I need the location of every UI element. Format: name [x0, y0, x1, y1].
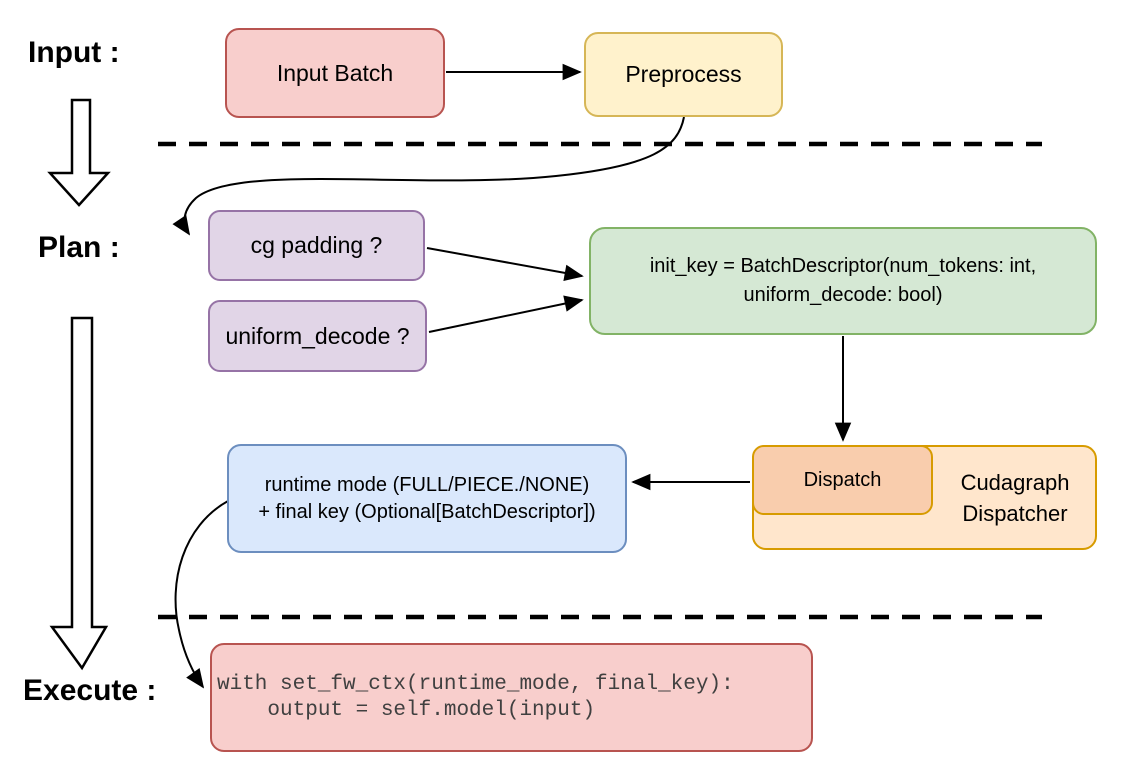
- uniform-decode-node: uniform_decode ?: [208, 300, 427, 372]
- cg-padding-label: cg padding ?: [250, 232, 383, 258]
- arrow-preprocess-to-cg-padding: [172, 116, 685, 236]
- plan-to-execute-arrow-icon: [49, 316, 109, 671]
- init-key-line1: init_key = BatchDescriptor(num_tokens: i…: [649, 255, 1037, 277]
- cg-padding-node: cg padding ?: [208, 210, 425, 281]
- arrow-cg-padding-to-init-key: [426, 247, 584, 282]
- cudagraph-dispatcher-label: Cudagraph Dispatcher: [933, 445, 1097, 550]
- execute-code-line1: with set_fw_ctx(runtime_mode, final_key)…: [217, 672, 734, 696]
- arrow-uniform-decode-to-init-key: [428, 295, 584, 333]
- uniform-decode-label: uniform_decode ?: [225, 322, 410, 349]
- execute-code-node: with set_fw_ctx(runtime_mode, final_key)…: [210, 643, 813, 752]
- dispatch-node: Dispatch: [752, 445, 933, 515]
- dispatch-label: Dispatch: [803, 468, 882, 491]
- input-to-plan-arrow-icon: [47, 98, 111, 207]
- runtime-mode-node: runtime mode (FULL/PIECE./NONE) + final …: [227, 444, 627, 553]
- arrow-runtime-mode-to-execute-code: [174, 500, 229, 689]
- execute-code-line2: output = self.model(input): [217, 698, 596, 722]
- runtime-mode-line2: + final key (Optional[BatchDescriptor]): [258, 500, 596, 523]
- input-batch-node: Input Batch: [225, 28, 445, 118]
- runtime-mode-line1: runtime mode (FULL/PIECE./NONE): [264, 473, 590, 496]
- plan-section-label: Plan :: [38, 231, 120, 264]
- input-batch-label: Input Batch: [276, 59, 394, 86]
- cudagraph-dispatcher-line1: Cudagraph: [960, 469, 1070, 495]
- execute-section-label: Execute :: [23, 674, 157, 707]
- init-key-node: init_key = BatchDescriptor(num_tokens: i…: [589, 227, 1097, 335]
- cudagraph-dispatcher-line2: Dispatcher: [962, 500, 1068, 526]
- input-section-label: Input :: [28, 36, 120, 69]
- preprocess-label: Preprocess: [625, 61, 742, 87]
- preprocess-node: Preprocess: [584, 32, 783, 117]
- init-key-line2: uniform_decode: bool): [743, 284, 943, 306]
